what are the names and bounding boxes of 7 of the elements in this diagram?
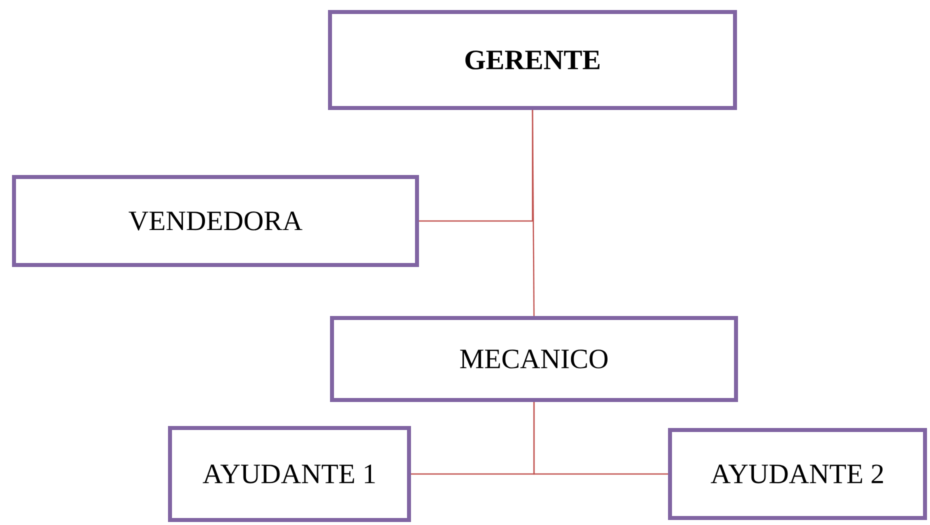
connector-line (533, 402, 668, 475)
connector-line (419, 110, 534, 222)
org-box: GERENTE (328, 10, 738, 110)
org-box: MECANICO (330, 316, 738, 402)
org-box: AYUDANTE 1 (168, 426, 411, 522)
org-box: AYUDANTE 2 (668, 428, 928, 520)
org-box: VENDEDORA (12, 175, 419, 267)
